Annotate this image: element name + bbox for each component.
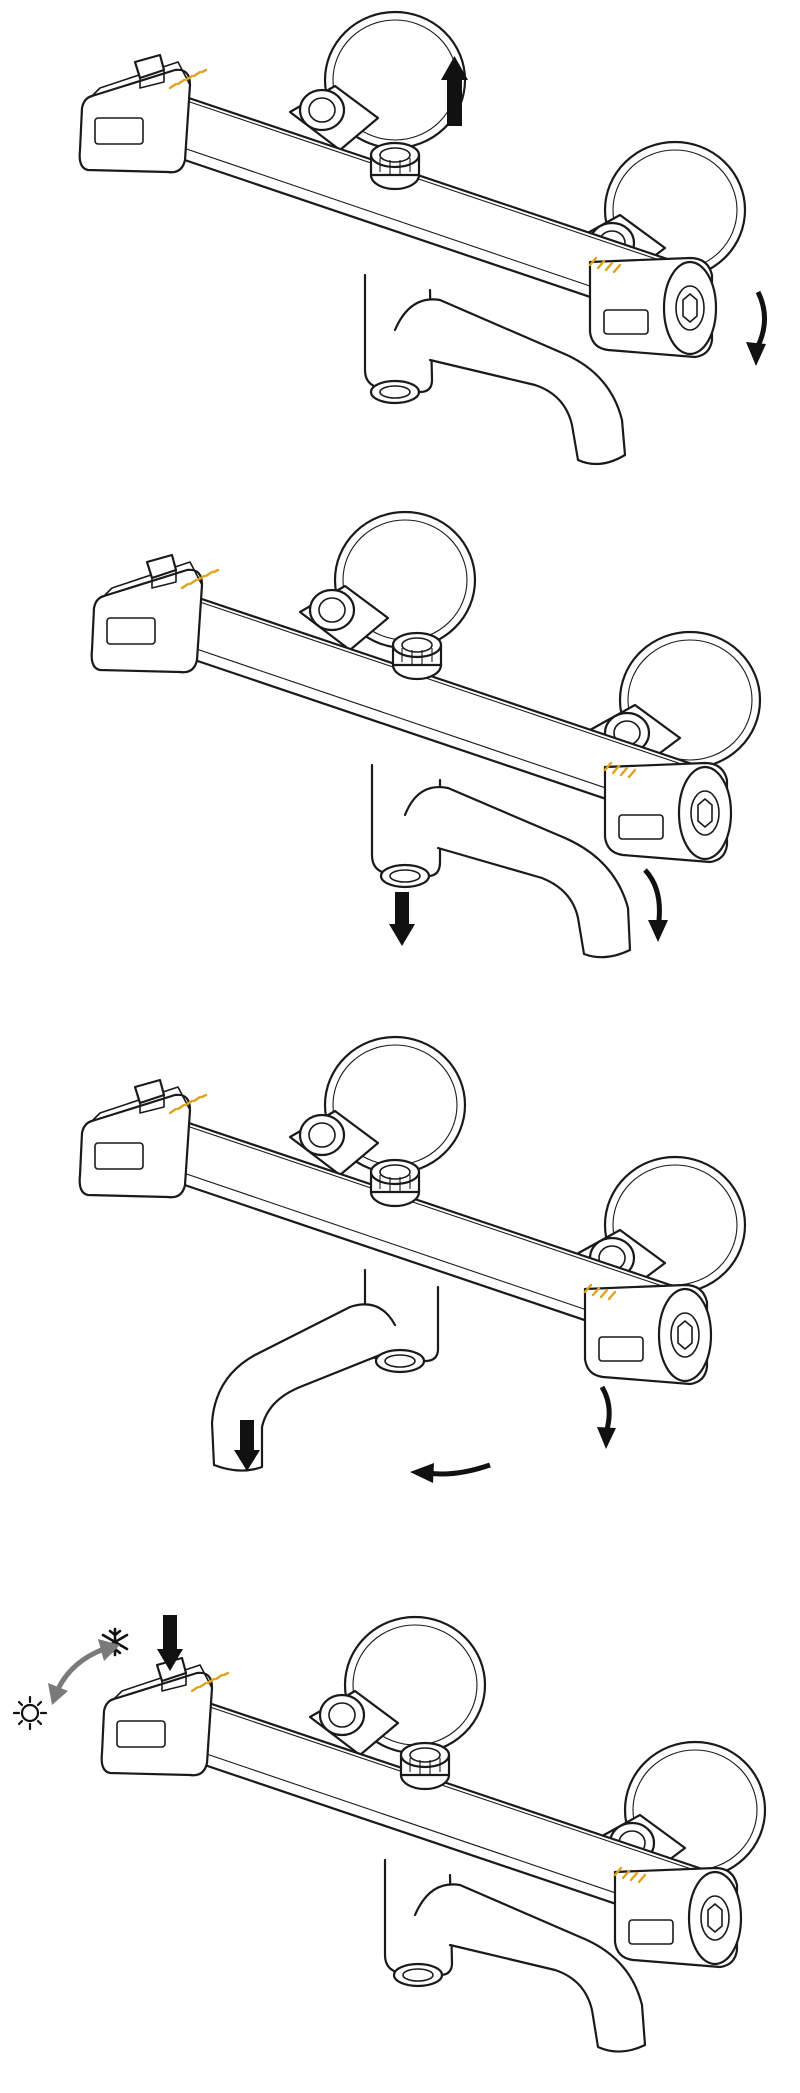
- rotate-arrow-icon: [643, 868, 668, 942]
- double-arrow-icon: [48, 1639, 120, 1705]
- spout: [370, 763, 632, 959]
- sun-icon: [12, 1695, 48, 1731]
- step-3-illustration: [78, 1035, 747, 1483]
- arrow-down-icon: [234, 1420, 260, 1471]
- step-4-panel: [0, 1565, 800, 2065]
- swivel-arrow-icon: [410, 1462, 491, 1483]
- rotate-arrow-icon: [746, 290, 767, 366]
- spout: [363, 273, 627, 466]
- step-4-illustration: [12, 1615, 767, 2053]
- arrow-down-icon: [157, 1615, 183, 1671]
- step-2-illustration: [90, 510, 762, 959]
- arrow-up-icon: [441, 56, 468, 126]
- step-3-panel: [0, 1025, 800, 1525]
- step-2-panel: [0, 500, 800, 1000]
- spout: [210, 1268, 440, 1472]
- rotate-arrow-icon: [597, 1385, 616, 1449]
- step-1-illustration: [78, 10, 767, 466]
- arrow-down-icon: [389, 892, 415, 946]
- step-1-panel: [0, 0, 800, 500]
- spout: [383, 1858, 647, 2053]
